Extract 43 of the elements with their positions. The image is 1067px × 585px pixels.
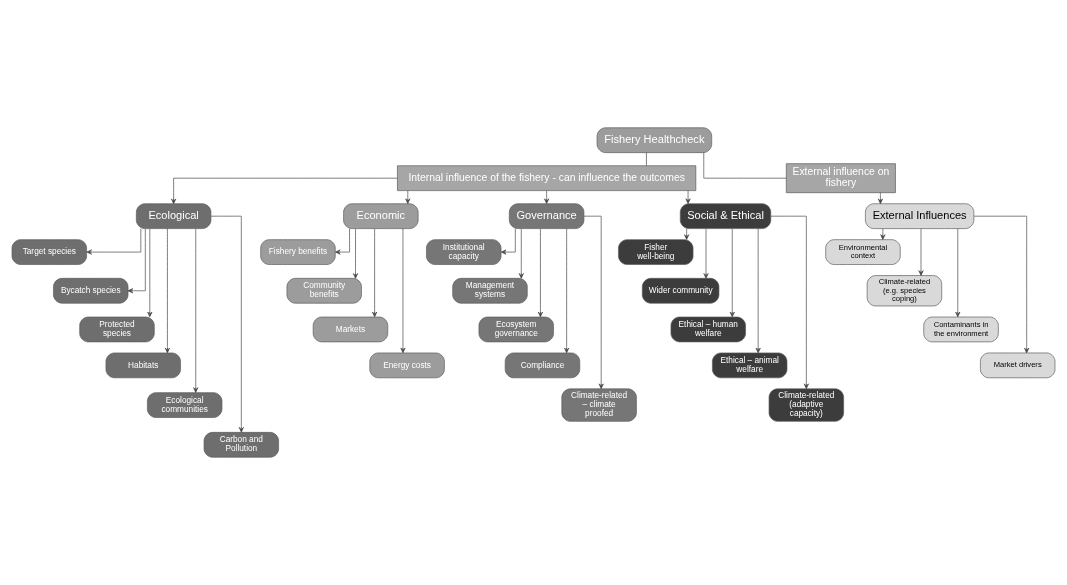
arrow (684, 228, 690, 240)
node-box: Market drivers (980, 352, 1056, 379)
arrow (193, 228, 199, 393)
connector (703, 152, 787, 179)
arrow (729, 228, 735, 318)
arrow (973, 215, 1030, 354)
arrow (335, 228, 350, 255)
arrow (537, 228, 543, 318)
node-box: External Influences (865, 203, 975, 229)
arrow (400, 228, 406, 354)
node-box: Fishery Healthcheck (596, 127, 713, 153)
arrow (372, 228, 378, 318)
arrow (171, 177, 398, 205)
arrow (147, 228, 153, 318)
arrow (918, 228, 924, 276)
node-box: External influence on fishery (785, 163, 896, 194)
arrow (210, 215, 244, 433)
arrow (86, 228, 142, 255)
arrow (518, 228, 524, 279)
arrow (544, 190, 550, 204)
arrow (703, 228, 709, 279)
arrow (353, 228, 359, 279)
arrow (685, 190, 691, 204)
arrow (500, 228, 516, 255)
arrow (877, 192, 883, 205)
node-box: Climate-related (e.g. species coping) (866, 275, 943, 307)
node-box: Economic (343, 203, 419, 229)
arrow (880, 228, 886, 240)
node-box: Ecological (136, 203, 212, 229)
node-box: Internal influence of the fishery - can influence the outcomes (397, 165, 697, 191)
arrow (770, 215, 809, 389)
node-box: Environmental context (825, 239, 901, 265)
arrow (127, 228, 146, 294)
node-box: Contaminants in the environment (923, 316, 999, 343)
arrow (755, 228, 761, 354)
node-box: Governance (508, 203, 585, 229)
arrow (564, 228, 570, 354)
arrow (405, 190, 411, 204)
arrow (955, 228, 961, 318)
arrow (583, 215, 604, 389)
node-box: Social & Ethical (679, 203, 772, 229)
arrow (164, 228, 170, 354)
connector (646, 152, 647, 166)
